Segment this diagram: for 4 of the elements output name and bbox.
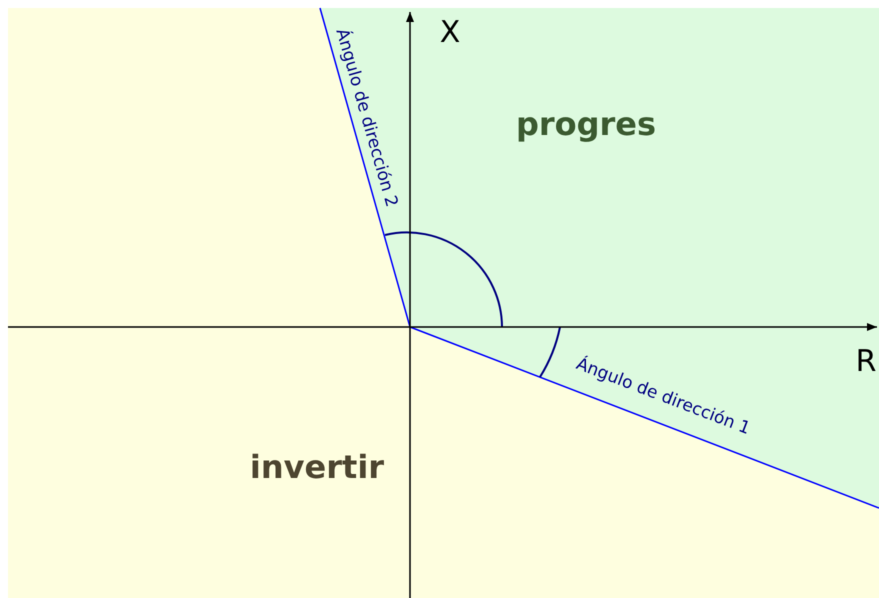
axis-label: X [440, 18, 460, 48]
region-label: invertir [250, 451, 384, 483]
region-label: progres [516, 108, 656, 140]
axis-label: R [856, 347, 876, 377]
